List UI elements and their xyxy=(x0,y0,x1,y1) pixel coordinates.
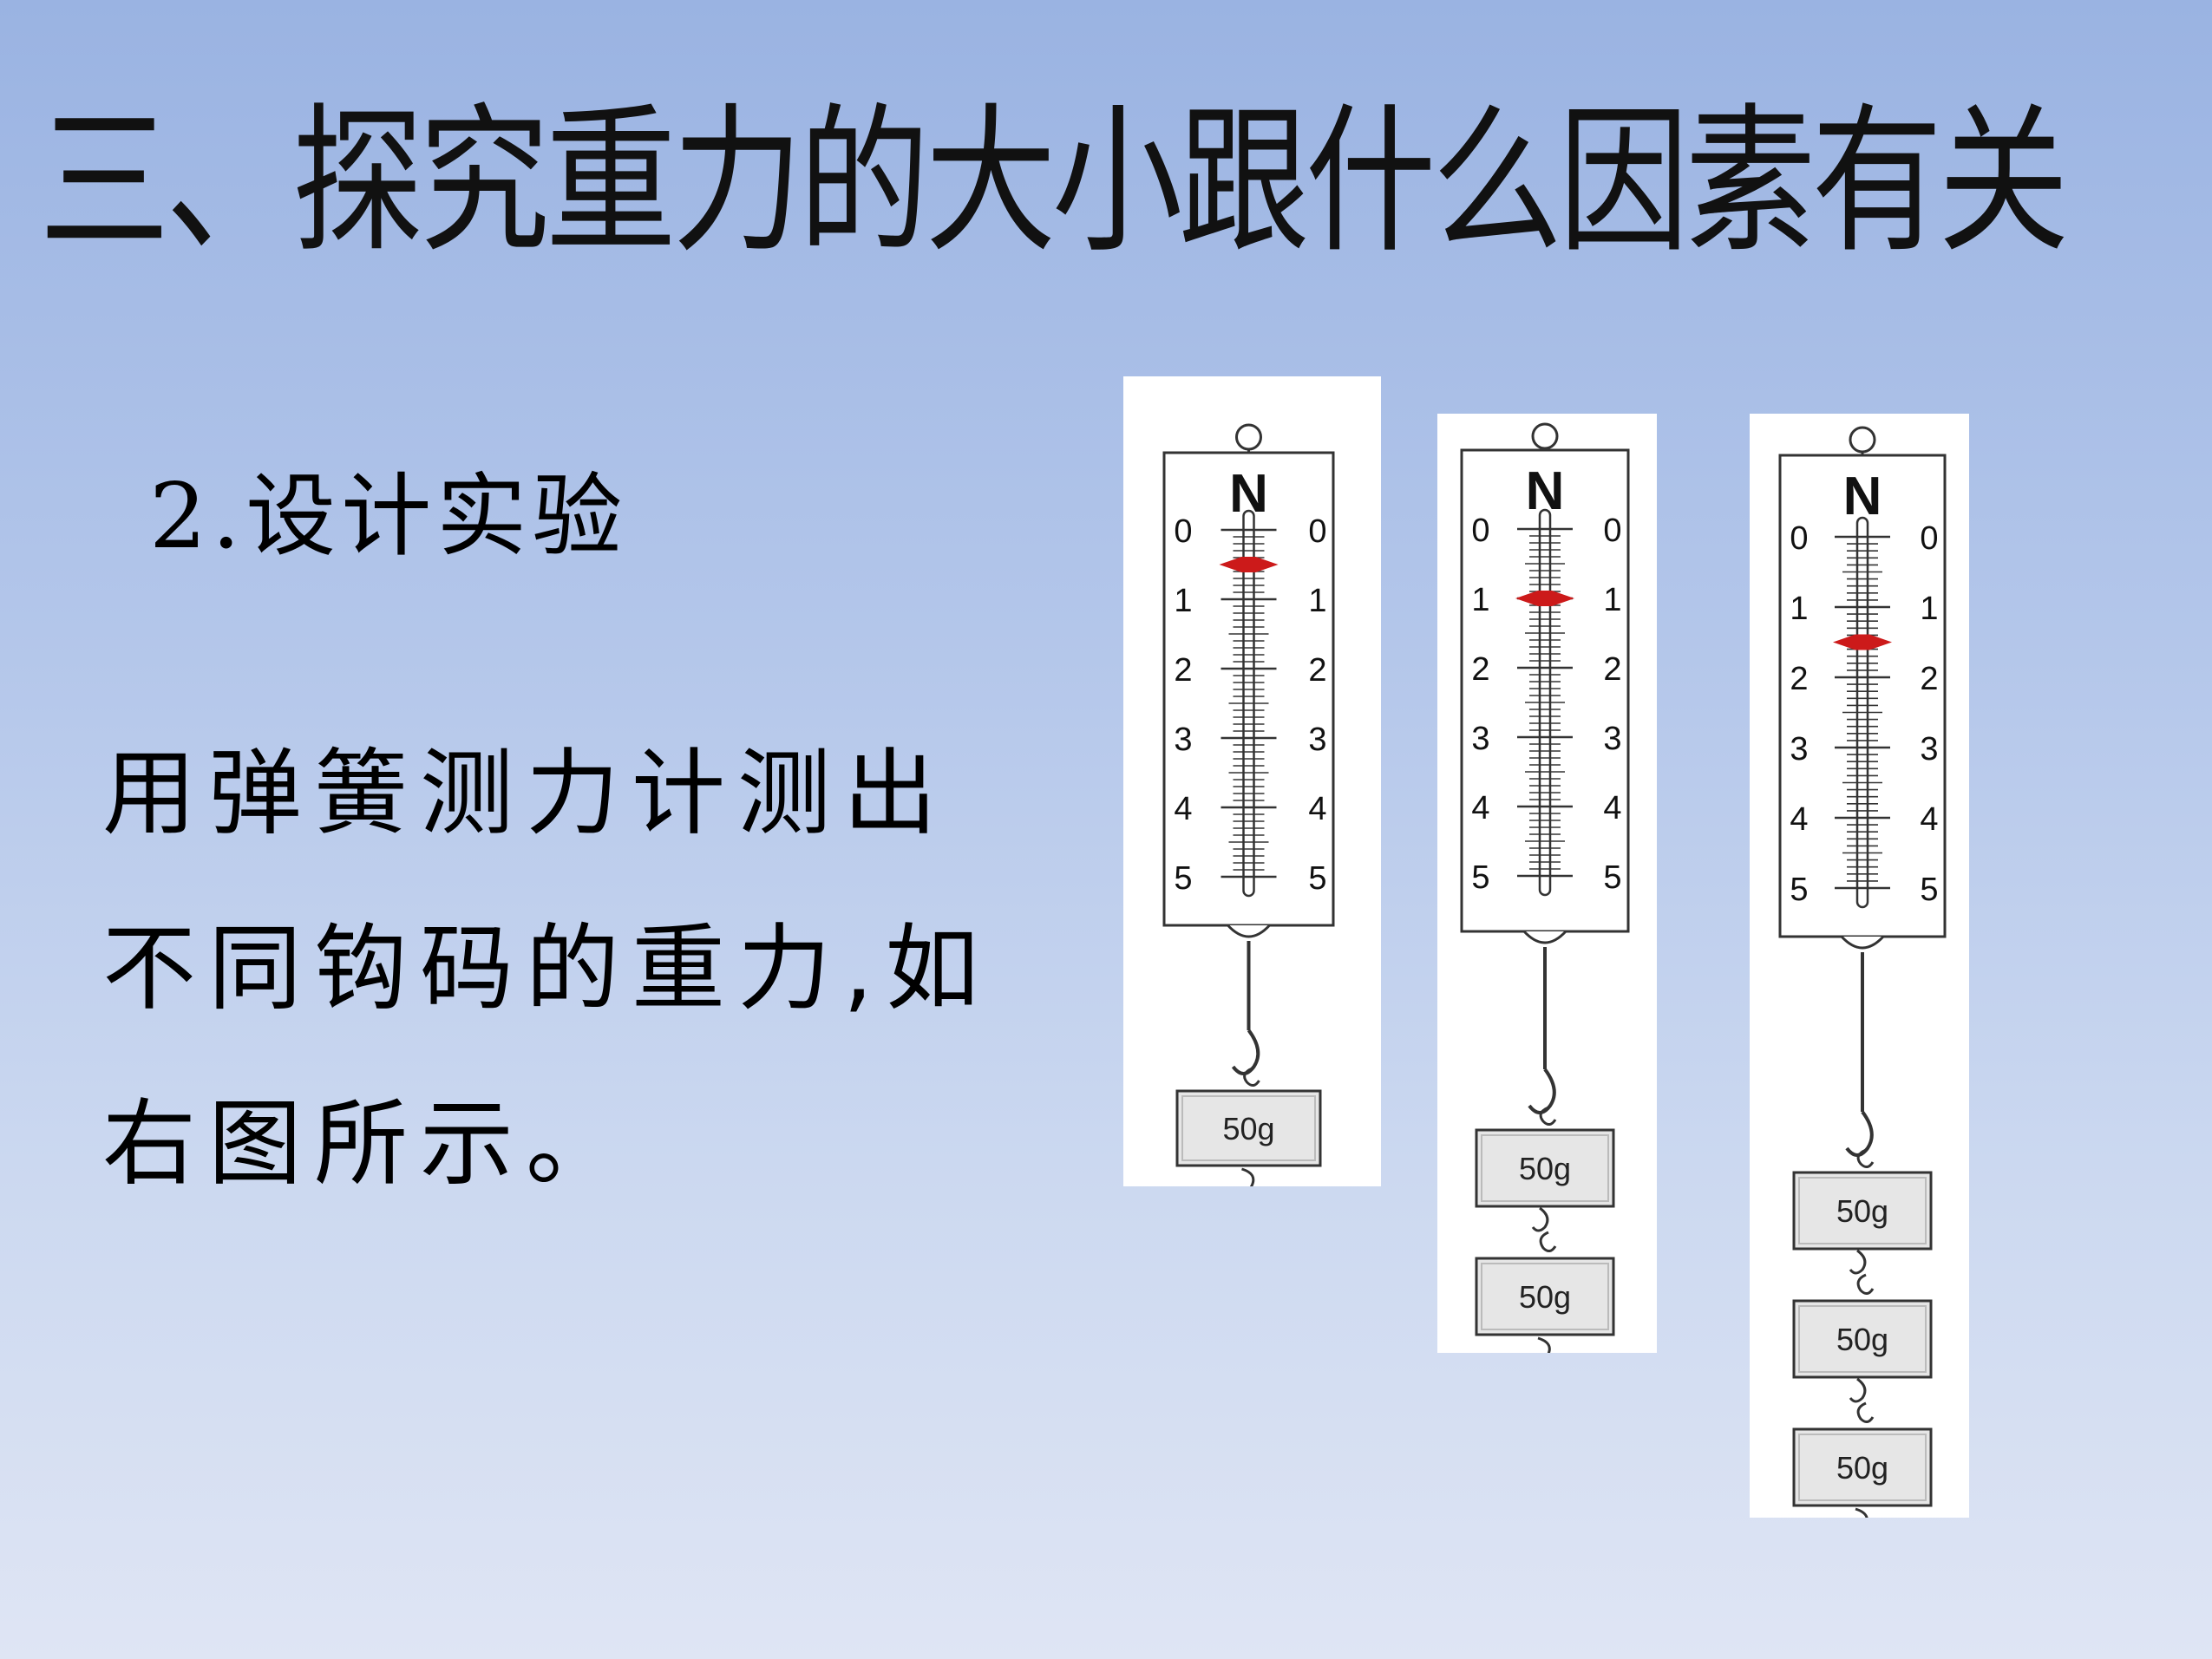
scale-label-left: 3 xyxy=(1174,722,1192,758)
scale-label-left: 0 xyxy=(1174,513,1192,550)
mass-label: 50g xyxy=(1222,1111,1274,1146)
hanging-ring xyxy=(1849,426,1876,454)
unit-label: N xyxy=(1843,467,1882,526)
body-line: 不同钩码的重力,如 xyxy=(102,915,991,1023)
section-heading: 2.设计实验 xyxy=(149,463,628,569)
mass-label: 50g xyxy=(1836,1450,1888,1486)
mass-block-inner xyxy=(1481,1134,1609,1202)
mass-label: 50g xyxy=(1836,1193,1888,1229)
hook xyxy=(1845,1110,1874,1157)
scale-label-right: 1 xyxy=(1603,582,1621,618)
scale-label-right: 5 xyxy=(1920,872,1938,908)
scale-label-left: 1 xyxy=(1174,583,1192,619)
hanging-ring xyxy=(1531,422,1559,450)
scale-label-right: 0 xyxy=(1603,513,1621,549)
scale-label-right: 3 xyxy=(1920,731,1938,767)
scale-label-left: 2 xyxy=(1790,661,1808,697)
body-line: 用弹簧测力计测出 xyxy=(102,740,950,848)
pointer-indicator xyxy=(1219,557,1279,572)
mass-block xyxy=(1792,1171,1933,1251)
mass-block-inner xyxy=(1798,1434,1927,1501)
scale-label-right: 4 xyxy=(1920,801,1938,838)
body-notch xyxy=(1227,924,1271,938)
mass-label: 50g xyxy=(1836,1322,1888,1357)
mass-block-inner xyxy=(1798,1177,1927,1244)
scale-label-right: 5 xyxy=(1603,859,1621,896)
scale-label-right: 3 xyxy=(1308,722,1326,758)
scale-label-right: 1 xyxy=(1920,591,1938,627)
mass-label: 50g xyxy=(1519,1279,1571,1315)
scale-label-left: 0 xyxy=(1790,520,1808,557)
pointer-indicator xyxy=(1833,634,1892,650)
scale-label-right: 5 xyxy=(1308,860,1326,897)
scale-label-left: 1 xyxy=(1790,591,1808,627)
scale-label-right: 2 xyxy=(1920,661,1938,697)
bottom-hook xyxy=(1855,1507,1868,1518)
scale-label-left: 4 xyxy=(1790,801,1808,838)
scale-label-right: 4 xyxy=(1308,791,1326,827)
scale-label-left: 4 xyxy=(1471,790,1489,826)
scale-label-right: 1 xyxy=(1308,583,1326,619)
mass-hook-link xyxy=(1849,1249,1875,1295)
body-line: 右图所示。 xyxy=(102,1090,632,1199)
mass-block xyxy=(1475,1257,1615,1336)
mass-block xyxy=(1792,1299,1933,1379)
scale-label-left: 0 xyxy=(1471,513,1489,549)
scale-label-right: 0 xyxy=(1308,513,1326,550)
scale-label-right: 4 xyxy=(1603,790,1621,826)
mass-label: 50g xyxy=(1519,1151,1571,1186)
pointer-indicator xyxy=(1515,591,1574,606)
scale-label-right: 0 xyxy=(1920,520,1938,557)
mass-hook-link xyxy=(1849,1377,1875,1423)
bottom-hook xyxy=(1241,1167,1255,1186)
mass-block-inner xyxy=(1798,1305,1927,1373)
scale-label-left: 5 xyxy=(1174,860,1192,897)
scale-label-right: 3 xyxy=(1603,721,1621,757)
scale-label-left: 1 xyxy=(1471,582,1489,618)
hook xyxy=(1231,1029,1260,1075)
slide-title: 三、探究重力的大小跟什么因素有关 xyxy=(39,89,2069,275)
mass-hook-link xyxy=(1531,1206,1557,1252)
mass-hook-link xyxy=(1243,1067,1260,1087)
hook xyxy=(1528,1068,1556,1114)
body-notch xyxy=(1840,935,1885,950)
scale-label-left: 2 xyxy=(1471,651,1489,688)
mass-hook-link xyxy=(1539,1106,1557,1126)
body-text: 用弹簧测力计测出 不同钩码的重力,如 右图所示。 xyxy=(102,707,991,1232)
scale-label-right: 2 xyxy=(1308,652,1326,689)
body-notch xyxy=(1522,930,1567,944)
bottom-hook xyxy=(1537,1336,1551,1353)
mass-block xyxy=(1475,1128,1615,1208)
scale-label-left: 2 xyxy=(1174,652,1192,689)
mass-block xyxy=(1175,1089,1322,1167)
scale-label-left: 3 xyxy=(1790,731,1808,767)
mass-hook-link xyxy=(1856,1148,1875,1168)
scale-label-left: 5 xyxy=(1471,859,1489,896)
scale-label-left: 3 xyxy=(1471,721,1489,757)
hanging-ring xyxy=(1235,423,1262,451)
scale-label-left: 5 xyxy=(1790,872,1808,908)
mass-block xyxy=(1792,1427,1933,1507)
mass-block-inner xyxy=(1481,1263,1609,1330)
mass-block-inner xyxy=(1181,1095,1316,1161)
scale-label-left: 4 xyxy=(1174,791,1192,827)
scale-label-right: 2 xyxy=(1603,651,1621,688)
